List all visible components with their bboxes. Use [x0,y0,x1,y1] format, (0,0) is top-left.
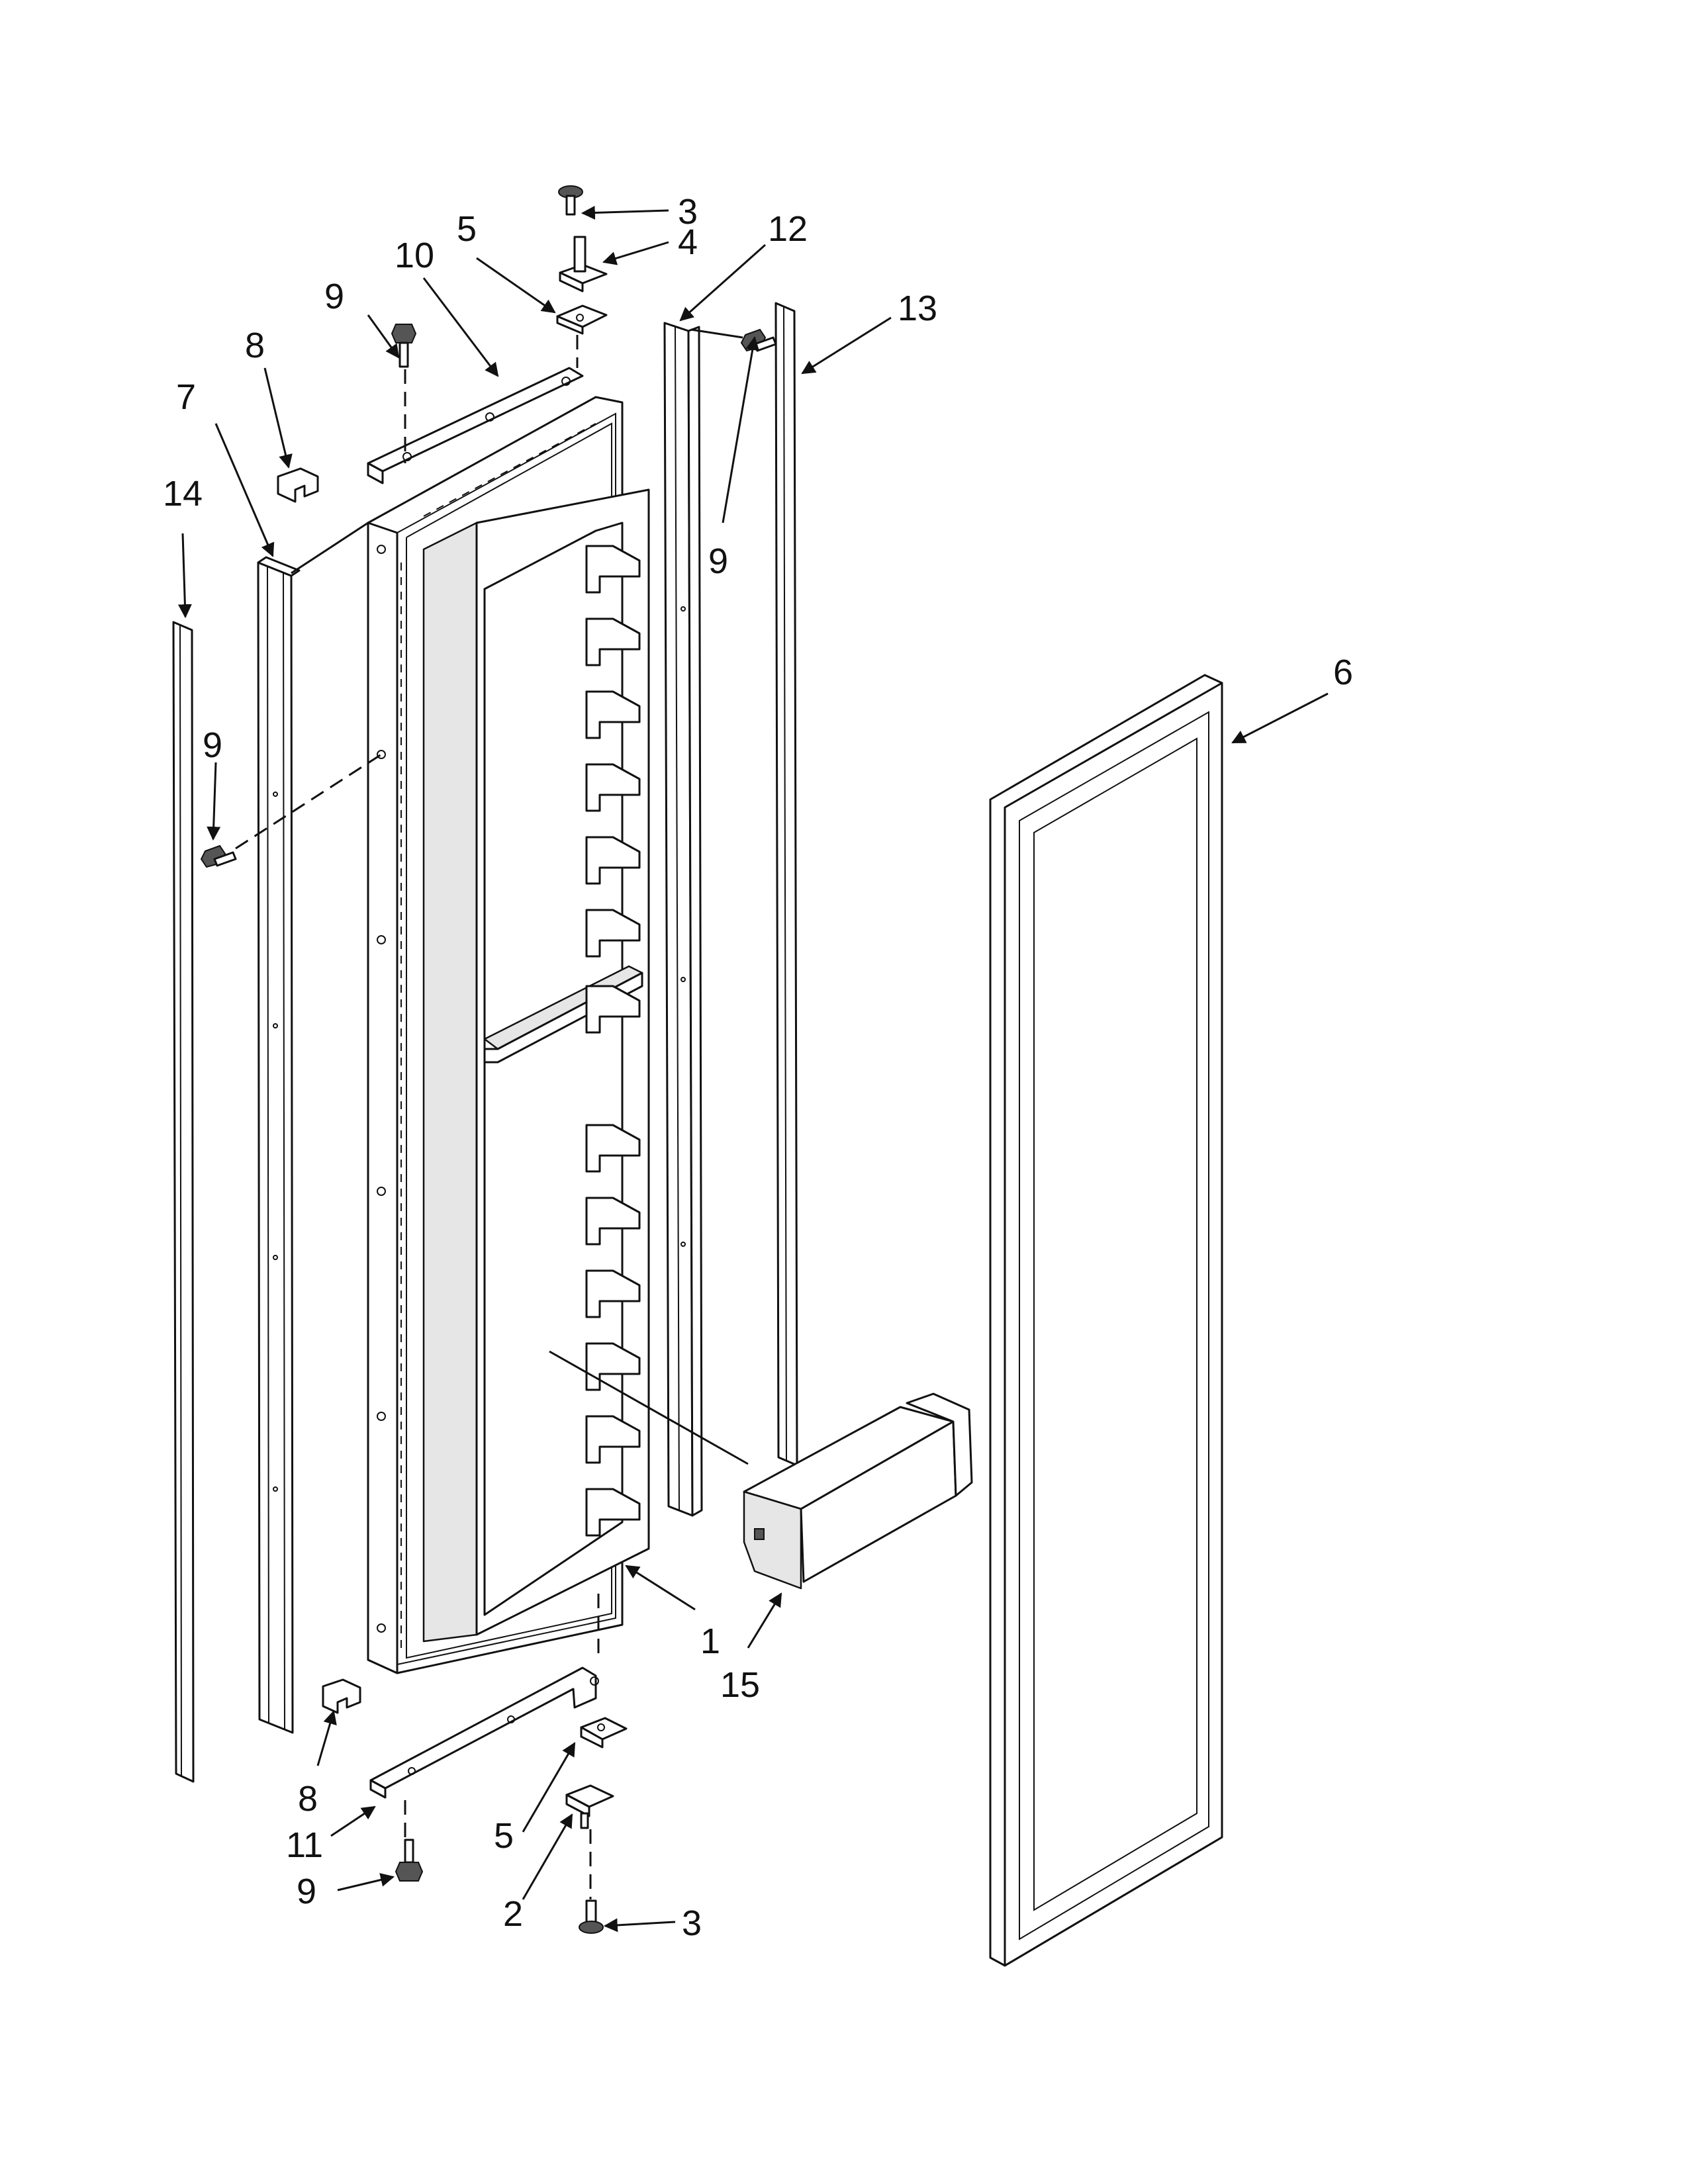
callout-5-top: 5 [457,209,477,249]
callout-5-bottom: 5 [494,1816,514,1856]
callout-10: 10 [395,236,434,275]
callout-14: 14 [163,474,203,514]
part-3-bottom-screw [579,1899,604,1934]
callout-1: 1 [700,1621,720,1661]
part-10-top-bracket [367,367,584,484]
part-6-outer-door-panel [989,674,1223,1967]
part-9-left-screw [200,844,237,868]
callout-9-right: 9 [708,541,728,581]
callout-labels: 3 4 5 10 12 13 9 8 7 14 9 6 9 1 15 8 11 … [163,192,1353,1943]
part-13-gasket-strip [774,302,798,1467]
callout-7: 7 [176,377,196,417]
part-8-top-clip [277,467,319,503]
liner-bin-supports [585,545,641,1537]
callout-6: 6 [1333,653,1353,692]
part-3-top-screw [558,185,583,216]
part-5-top-hinge-plate [556,304,608,335]
assembly-lines [235,328,749,1899]
part-7-door-channel-left [257,556,301,1734]
callout-9-left: 9 [203,725,222,765]
callout-11: 11 [286,1825,323,1865]
part-14-trim-strip [172,621,195,1783]
part-9-bottom-screw [395,1839,424,1882]
callout-8-top: 8 [245,326,265,365]
callout-3-bottom: 3 [682,1903,702,1943]
part-11-bottom-bracket [369,1666,599,1799]
leader-arrows [177,205,1329,1933]
callout-4: 4 [678,222,698,262]
callout-13: 13 [898,289,937,328]
callout-15: 15 [720,1665,760,1705]
callout-3-top: 3 [678,192,698,232]
part-4-hinge-pin [559,236,608,293]
callout-2: 2 [503,1894,523,1934]
callout-12: 12 [768,209,808,249]
callout-8-bottom: 8 [298,1779,318,1819]
part-9-right-screw [740,328,777,352]
part-9-top-screw [391,324,417,368]
part-2-bottom-hinge [565,1784,614,1829]
part-5-bottom-hinge-plate [580,1717,628,1749]
part-12-door-channel-right [663,322,703,1517]
part-8-bottom-clip [322,1678,361,1714]
callout-9-bottom: 9 [297,1872,316,1911]
part-15-door-bin [743,1392,973,1590]
part-1-door-liner [367,396,650,1674]
callout-9-top: 9 [324,277,344,316]
